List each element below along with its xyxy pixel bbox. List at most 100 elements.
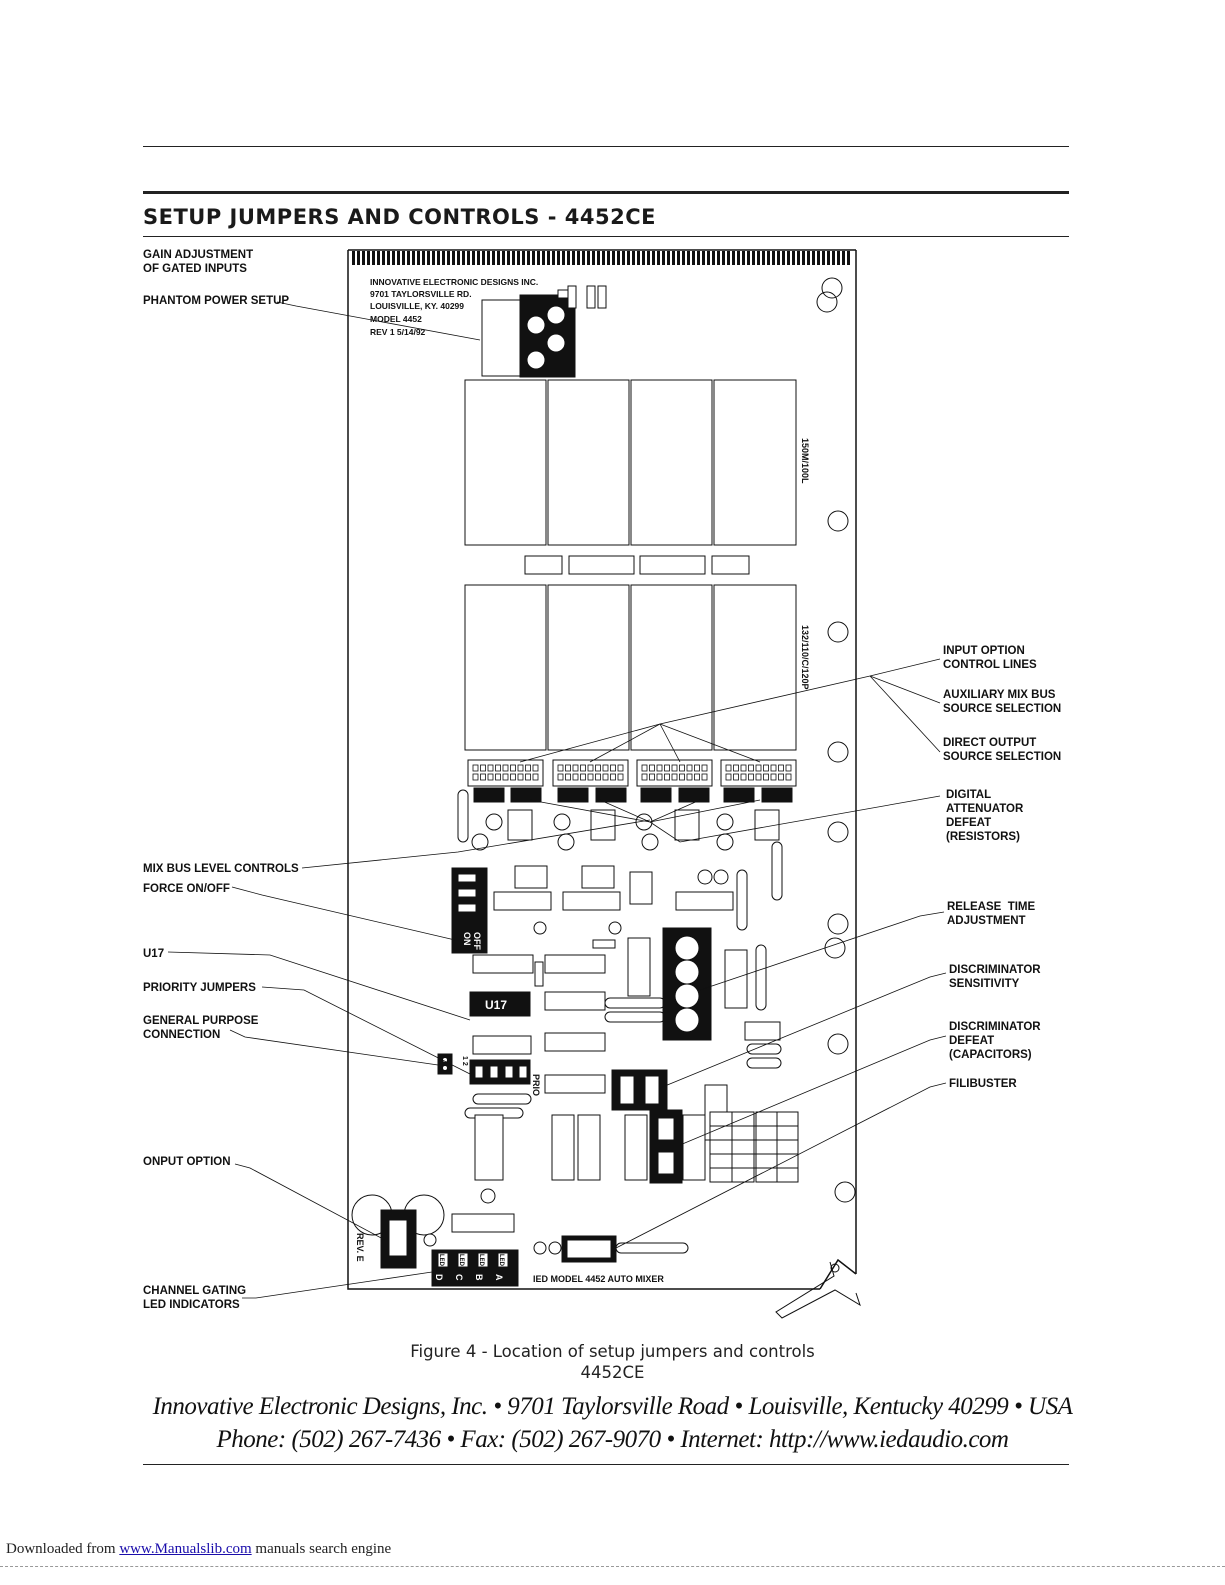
edge-contact xyxy=(812,251,815,265)
page-cut-line xyxy=(0,1566,1225,1567)
edge-contact xyxy=(727,251,730,265)
board-force-on: ON xyxy=(462,932,472,946)
edge-contact xyxy=(447,251,450,265)
edge-contact xyxy=(837,251,840,265)
edge-contact xyxy=(467,251,470,265)
label-direct-output: DIRECT OUTPUT SOURCE SELECTION xyxy=(943,737,1062,763)
footer-contact: Phone: (502) 267-7436 • Fax: (502) 267-9… xyxy=(216,1426,1009,1453)
board-led-b: B xyxy=(474,1274,484,1281)
connector-pin xyxy=(679,773,685,781)
connector-pin xyxy=(525,773,531,781)
edge-contact xyxy=(842,251,845,265)
edge-contact xyxy=(502,251,505,265)
connector-pin xyxy=(572,773,579,781)
edge-contact xyxy=(587,251,590,265)
edge-contact xyxy=(747,251,750,265)
edge-contact xyxy=(627,251,630,265)
edge-contact xyxy=(357,251,360,265)
board-bottom-text: IED MODEL 4452 AUTO MIXER xyxy=(533,1274,664,1284)
edge-contact xyxy=(542,251,545,265)
leader-disc-def xyxy=(679,1035,947,1146)
connector-pin xyxy=(656,773,663,781)
connector-pin xyxy=(510,773,516,781)
board-led-a: A xyxy=(494,1274,504,1281)
label-discriminator-defeat: DISCRIMINATOR DEFEAT (CAPACITORS) xyxy=(949,1021,1041,1061)
edge-contact xyxy=(602,251,605,265)
edge-contact xyxy=(762,251,765,265)
connector-pin xyxy=(641,764,648,772)
edge-contact xyxy=(692,251,695,265)
edge-contact xyxy=(522,251,525,265)
leader-onput xyxy=(234,1163,386,1241)
board-rev: REV. E xyxy=(355,1233,365,1262)
leader-direct xyxy=(869,675,941,753)
edge-contact xyxy=(507,251,510,265)
edge-contact xyxy=(642,251,645,265)
label-mix-bus-level: MIX BUS LEVEL CONTROLS xyxy=(143,863,299,875)
connector-pin xyxy=(649,773,655,781)
edge-contact xyxy=(577,251,580,265)
connector-pin xyxy=(480,773,486,781)
connector-pin xyxy=(502,764,509,772)
connector-pin xyxy=(701,773,708,781)
connector-pin xyxy=(517,773,524,781)
connector-pin xyxy=(740,764,747,772)
edge-contact xyxy=(562,251,565,265)
label-filibuster: FILIBUSTER xyxy=(949,1078,1017,1090)
connector-pin xyxy=(641,773,648,781)
download-note: Downloaded from www.Manualslib.com manua… xyxy=(6,1541,391,1558)
board-led-tag-a: LED xyxy=(498,1254,504,1267)
connector-pin xyxy=(580,773,586,781)
label-general-purpose: GENERAL PURPOSE CONNECTION xyxy=(143,1015,259,1041)
edge-contact xyxy=(527,251,530,265)
connector-pin xyxy=(565,764,571,772)
edge-contact xyxy=(592,251,595,265)
edge-contact xyxy=(407,251,410,265)
edge-contact xyxy=(687,251,690,265)
manualslib-link[interactable]: www.Manualslib.com xyxy=(119,1541,252,1557)
edge-contact xyxy=(532,251,535,265)
connector-pin xyxy=(510,764,516,772)
edge-contact xyxy=(497,251,500,265)
edge-contact xyxy=(667,251,670,265)
label-channel-gating: CHANNEL GATING LED INDICATORS xyxy=(143,1285,247,1311)
edge-contact xyxy=(847,251,850,265)
connector-pin xyxy=(733,773,739,781)
leader-aux xyxy=(869,675,941,704)
edge-contact xyxy=(462,251,465,265)
edge-contact xyxy=(567,251,570,265)
edge-contact xyxy=(652,251,655,265)
connector-pin xyxy=(778,764,784,772)
connector-pin xyxy=(495,764,501,772)
connector-pins xyxy=(472,764,792,781)
download-suffix: manuals search engine xyxy=(251,1541,392,1557)
label-force-on-off: FORCE ON/OFF xyxy=(143,883,230,895)
connector-pin xyxy=(656,764,663,772)
leader-disc-sens xyxy=(659,972,947,1089)
connector-pin xyxy=(755,773,762,781)
label-discriminator-sensitivity: DISCRIMINATOR SENSITIVITY xyxy=(949,964,1041,990)
edge-contact xyxy=(777,251,780,265)
edge-contact xyxy=(807,251,810,265)
edge-contact xyxy=(387,251,390,265)
leader-digital xyxy=(649,795,941,843)
board-company-line-2: 9701 TAYLORSVILLE RD. xyxy=(370,289,472,299)
edge-contact xyxy=(637,251,640,265)
label-onput-option: ONPUT OPTION xyxy=(143,1156,231,1168)
edge-contact xyxy=(382,251,385,265)
edge-contact xyxy=(432,251,435,265)
connector-pin xyxy=(679,764,685,772)
connector-pin xyxy=(610,773,616,781)
edge-contact xyxy=(742,251,745,265)
edge-contact xyxy=(662,251,665,265)
connector-pin xyxy=(763,773,769,781)
connector-pin xyxy=(748,764,754,772)
connector-pin xyxy=(580,764,586,772)
board-u17: U17 xyxy=(485,998,507,1012)
label-input-option: INPUT OPTION CONTROL LINES xyxy=(943,645,1037,671)
connector-pin xyxy=(785,773,792,781)
title-underline xyxy=(143,236,1069,237)
board-led-tag-c: LED xyxy=(458,1254,464,1267)
edge-contact xyxy=(607,251,610,265)
connector-pin xyxy=(694,764,700,772)
